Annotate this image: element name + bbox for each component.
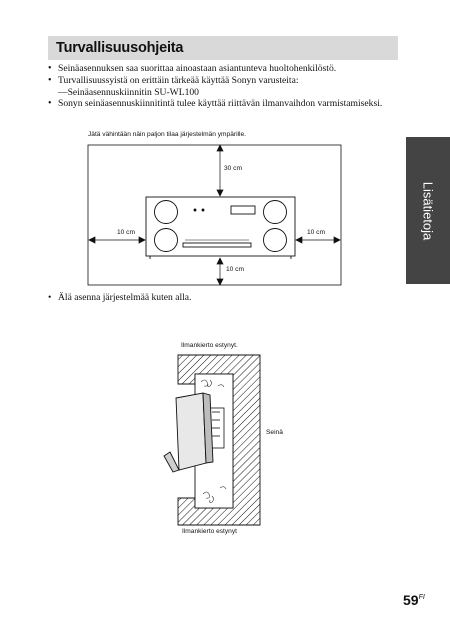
airflow-blocked-top-label: Ilmankierto estynyt. [181, 342, 238, 349]
bottom-clearance-label: 10 cm [226, 266, 244, 273]
audio-system-illustration [145, 196, 296, 259]
clearance-box [87, 144, 342, 286]
right-clearance-arrow [295, 236, 341, 244]
left-clearance-label: 10 cm [117, 229, 135, 236]
top-clearance-arrow [216, 144, 224, 197]
bullet-icon: • [48, 98, 52, 110]
page-language: FI [418, 594, 425, 601]
bullet-text: Sonyn seinäasennuskiinnitintä tulee käyt… [58, 98, 383, 110]
wall-label: Seinä [266, 429, 283, 436]
bullet-text: Seinäasennuksen saa suorittaa ainoastaan… [58, 63, 337, 74]
page-number-value: 59 [403, 592, 419, 608]
bullet-icon: • [48, 63, 52, 74]
bottom-clearance-arrow [216, 257, 224, 286]
bullet-text: Turvallisuussyistä on erittäin tärkeää k… [58, 74, 299, 86]
top-clearance-label: 30 cm [224, 165, 242, 172]
bullet-item: • Sonyn seinäasennuskiinnitintä tulee kä… [48, 98, 408, 110]
chapter-tab: Lisätietoja [406, 137, 450, 284]
bullet-icon: • [48, 292, 52, 303]
section-title: Turvallisuusohjeita [48, 36, 398, 60]
airflow-swirl-icon [200, 379, 227, 503]
page-number: 59FI [403, 592, 425, 608]
figure1-caption: Jätä vähintään näin paljon tilaa järjest… [88, 131, 246, 138]
bullet-subitem: —Seinäasennuskiinnitin SU-WL100 [58, 86, 199, 98]
bullet-item: • Seinäasennuksen saa suorittaa ainoasta… [48, 63, 408, 75]
bullet-text: Älä asenna järjestelmää kuten alla. [58, 292, 192, 303]
audio-unit-side-view [163, 392, 214, 473]
bullet-item: • Älä asenna järjestelmää kuten alla. [48, 292, 191, 303]
chapter-tab-label: Lisätietoja [420, 181, 436, 240]
right-clearance-label: 10 cm [307, 229, 325, 236]
bullet-item: • Turvallisuussyistä on erittäin tärkeää… [48, 75, 408, 87]
airflow-blocked-bottom-label: Ilmankierto estynyt [182, 528, 237, 535]
bullet-icon: • [48, 74, 52, 86]
left-clearance-arrow [88, 236, 146, 244]
bullet-list: • Seinäasennuksen saa suorittaa ainoasta… [48, 63, 408, 110]
